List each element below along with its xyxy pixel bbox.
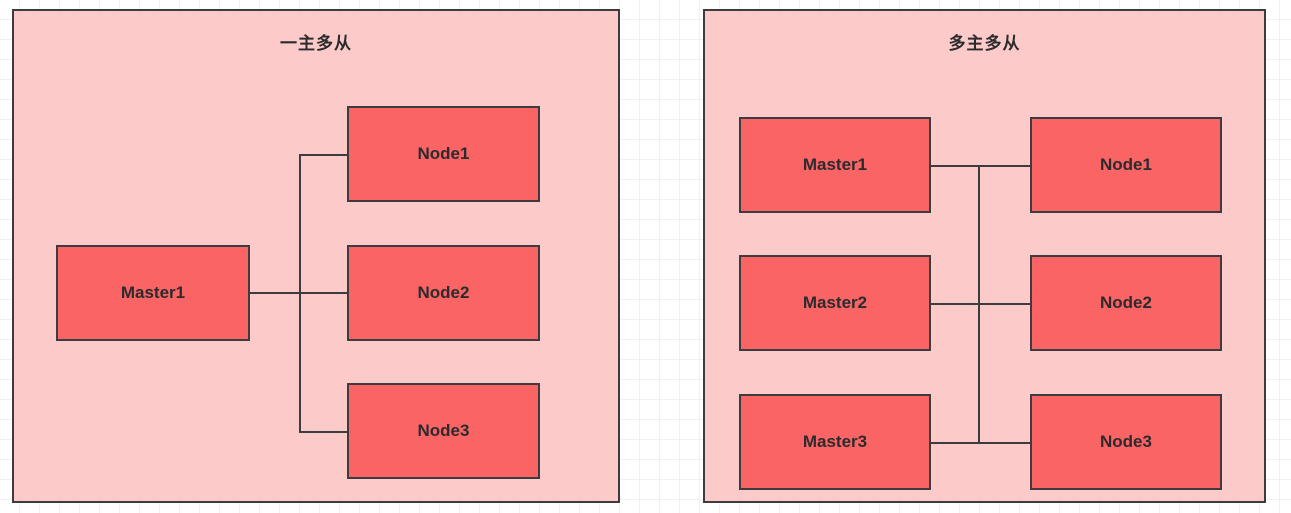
- box-left-master1[interactable]: Master1: [56, 245, 250, 341]
- connector-left-bus-to-node1: [299, 154, 347, 156]
- connector-right-bus-to-node3: [978, 442, 1030, 444]
- connector-left-bus-to-node3: [299, 431, 347, 433]
- box-left-node3[interactable]: Node3: [347, 383, 540, 479]
- connector-right-master2-to-bus: [931, 303, 980, 305]
- connector-left-bus-to-node2: [299, 292, 347, 294]
- box-right-node1[interactable]: Node1: [1030, 117, 1222, 213]
- panel-title-left: 一主多从: [280, 34, 352, 53]
- box-right-node2[interactable]: Node2: [1030, 255, 1222, 351]
- box-right-node3[interactable]: Node3: [1030, 394, 1222, 490]
- connector-right-bus-to-node2: [978, 303, 1030, 305]
- box-right-master1[interactable]: Master1: [739, 117, 931, 213]
- connector-right-master3-to-bus: [931, 442, 980, 444]
- box-left-node1[interactable]: Node1: [347, 106, 540, 202]
- box-left-node2[interactable]: Node2: [347, 245, 540, 341]
- box-right-master2[interactable]: Master2: [739, 255, 931, 351]
- panel-title-right: 多主多从: [948, 34, 1021, 53]
- connector-right-master1-to-bus: [931, 165, 980, 167]
- box-right-master3[interactable]: Master3: [739, 394, 931, 490]
- connector-right-bus-to-node1: [978, 165, 1030, 167]
- connector-left-master1-to-bus: [250, 292, 300, 294]
